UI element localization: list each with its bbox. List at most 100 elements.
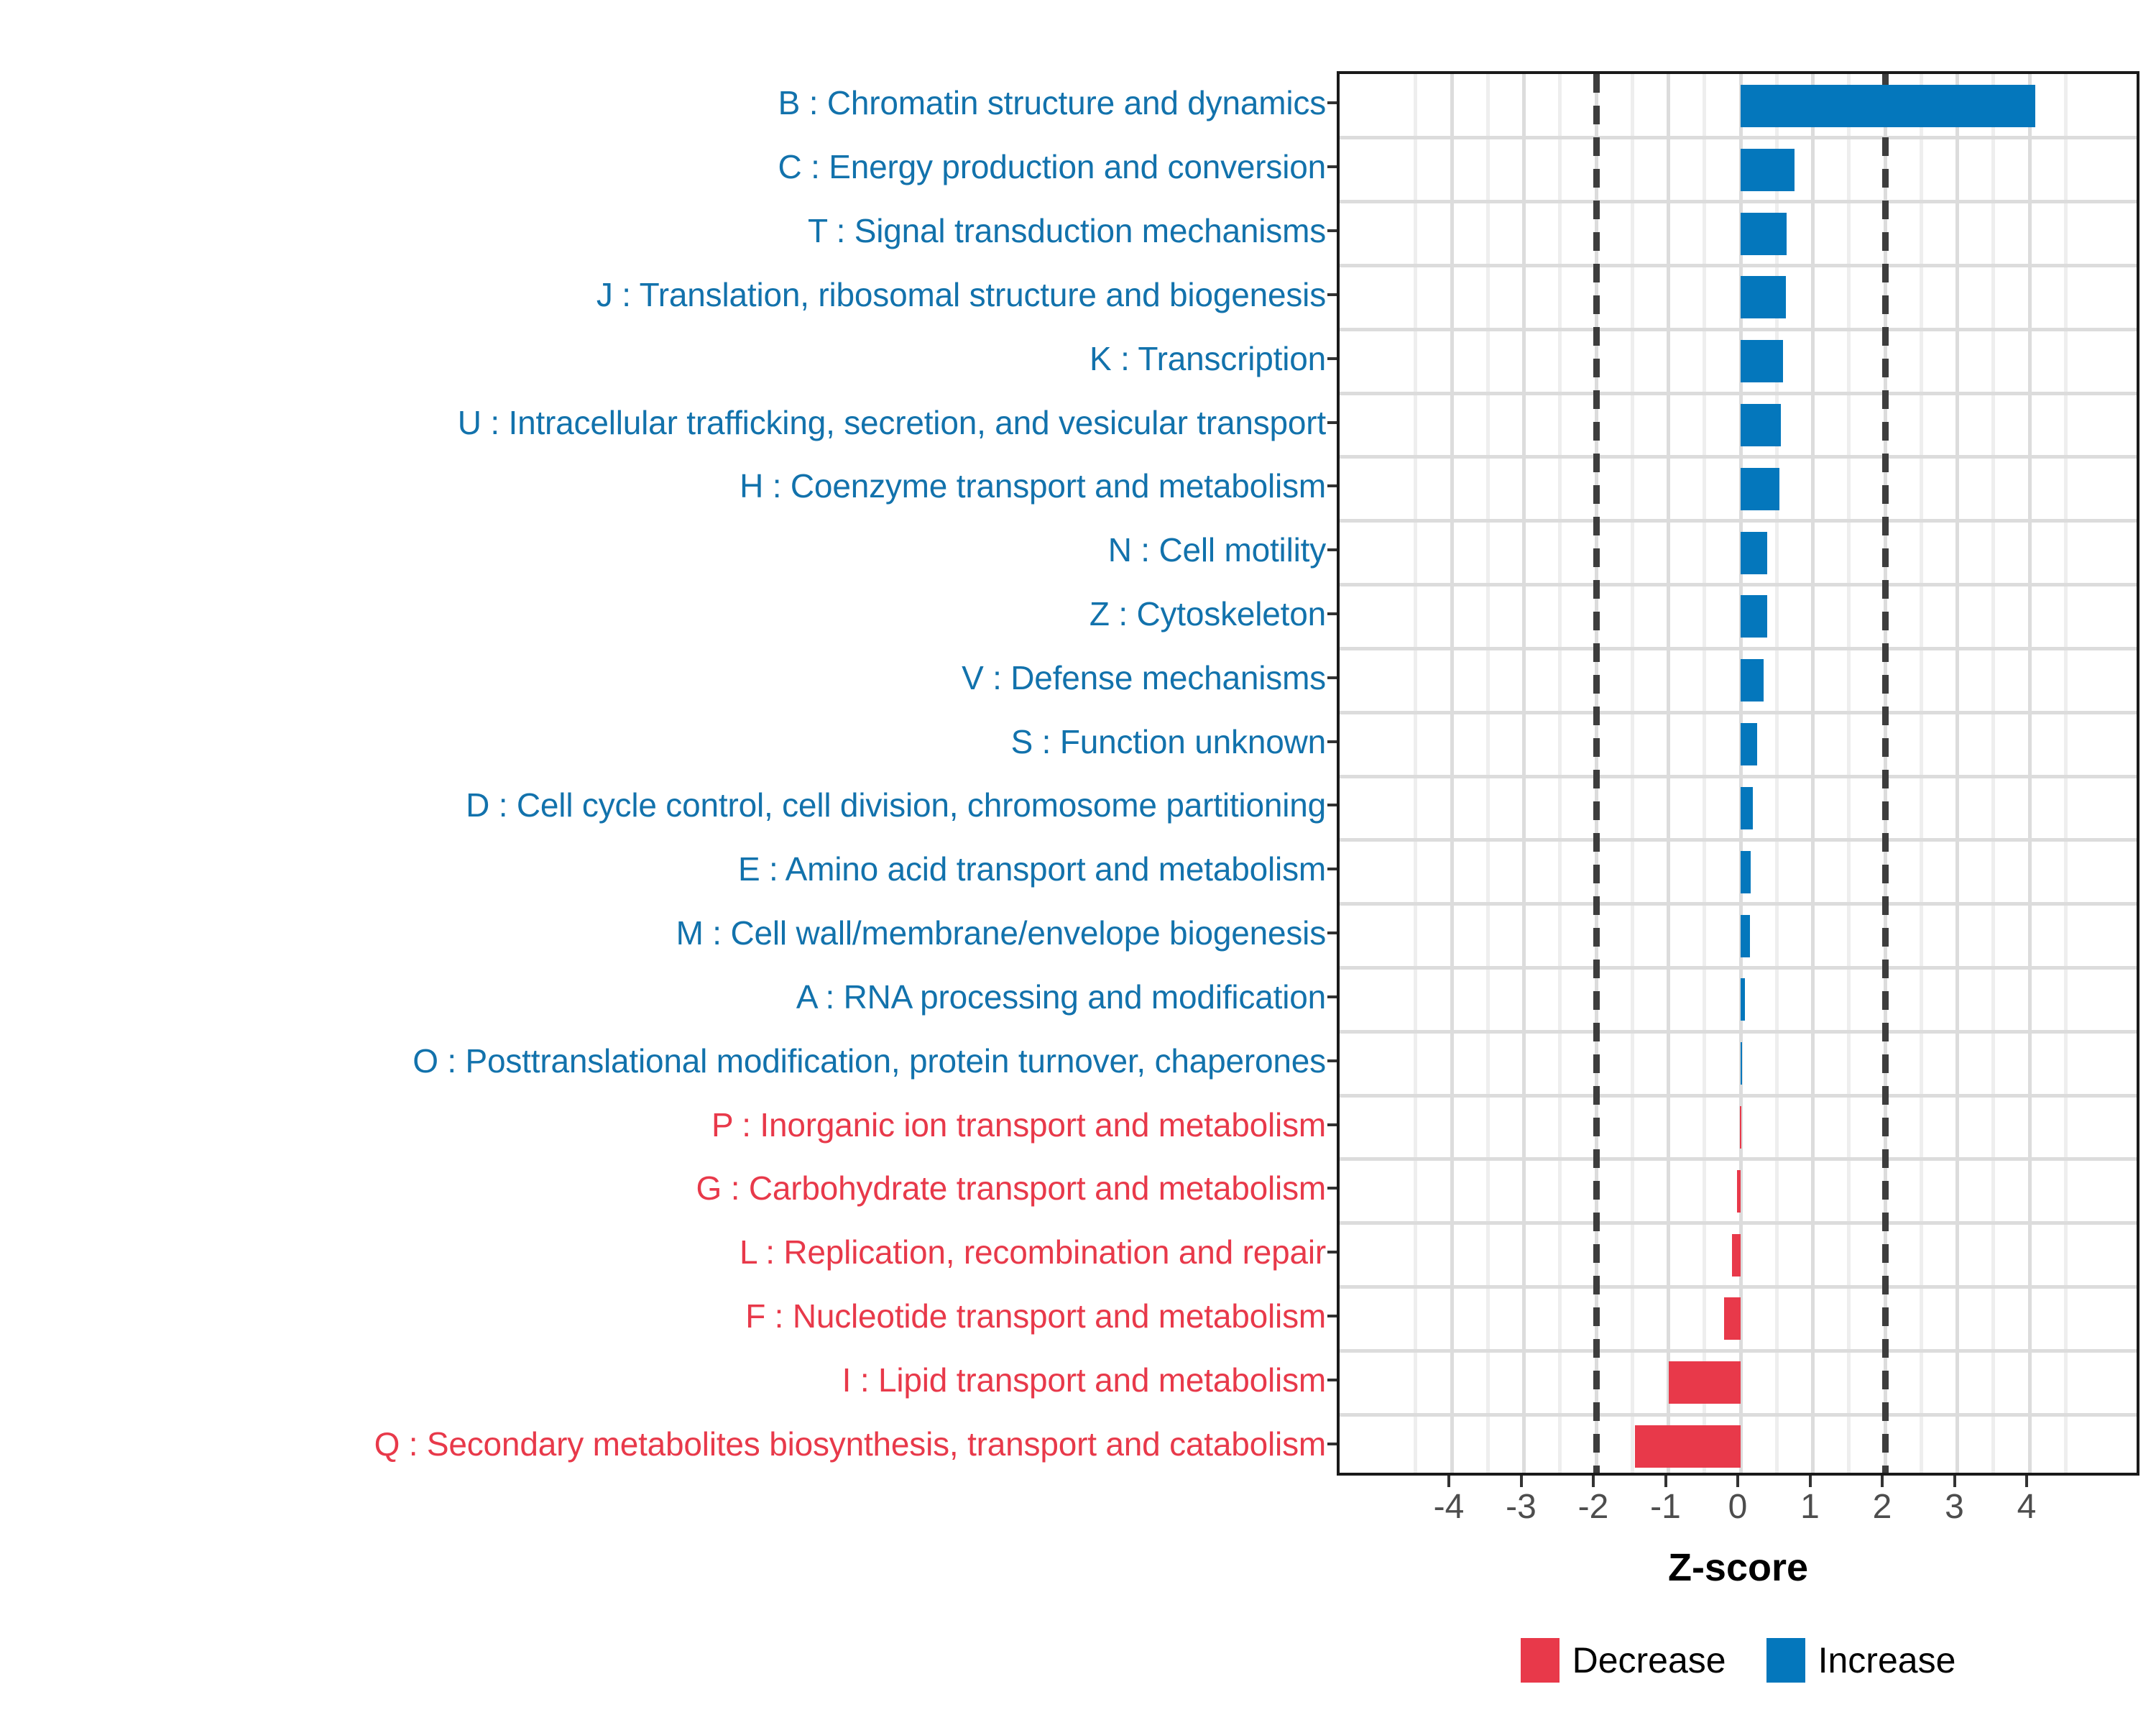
bar [1741, 723, 1758, 766]
gridline-horizontal [1340, 1412, 2137, 1417]
y-axis-label: D : Cell cycle control, cell division, c… [466, 786, 1326, 824]
gridline-horizontal [1340, 902, 2137, 906]
gridline-vertical-minor [1774, 74, 1779, 1473]
bar [1741, 404, 1782, 446]
x-axis-tick-label: -3 [1506, 1488, 1537, 1526]
y-axis-tick [1327, 1378, 1337, 1381]
y-axis-tick [1327, 1442, 1337, 1445]
x-axis-tick-label: -1 [1650, 1488, 1681, 1526]
y-axis-label: S : Function unknown [1010, 722, 1327, 760]
y-axis-tick [1327, 165, 1337, 169]
y-axis-tick [1327, 740, 1337, 743]
gridline-horizontal [1340, 391, 2137, 395]
x-axis-tick [1519, 1476, 1523, 1487]
bar [1741, 340, 1784, 383]
y-axis-tick [1327, 484, 1337, 488]
y-axis-tick [1327, 612, 1337, 615]
y-axis-tick [1327, 356, 1337, 360]
gridline-vertical-minor [1703, 74, 1707, 1473]
gridline-vertical [1738, 74, 1743, 1473]
gridline-vertical-minor [1847, 74, 1851, 1473]
gridline-vertical [1811, 74, 1815, 1473]
gridline-vertical [1450, 74, 1454, 1473]
y-axis-tick [1327, 293, 1337, 296]
y-axis-label: U : Intracellular trafficking, secretion… [457, 403, 1326, 441]
y-axis-label: C : Energy production and conversion [778, 148, 1327, 186]
y-axis-tick [1327, 420, 1337, 424]
gridline-vertical-minor [1919, 74, 1923, 1473]
y-axis-label: Q : Secondary metabolites biosynthesis, … [374, 1425, 1327, 1463]
bar [1741, 659, 1764, 702]
bar [1741, 531, 1768, 574]
y-axis-label: I : Lipid transport and metabolism [842, 1361, 1327, 1399]
y-axis-label: K : Transcription [1089, 339, 1326, 377]
x-axis-tick [1881, 1476, 1884, 1487]
y-axis-tick [1327, 995, 1337, 998]
chart-legend: Decrease Increase [1337, 1632, 2139, 1689]
threshold-line [1593, 74, 1600, 1473]
y-axis-tick [1327, 1059, 1337, 1062]
y-axis-label: V : Defense mechanisms [962, 658, 1326, 696]
bar [1635, 1425, 1741, 1468]
x-axis-tick [1447, 1476, 1450, 1487]
y-axis-label: T : Signal transduction mechanisms [807, 212, 1326, 250]
y-axis-tick [1327, 932, 1337, 935]
legend-item[interactable]: Decrease [1520, 1638, 1726, 1683]
legend-item[interactable]: Increase [1766, 1638, 1955, 1683]
gridline-vertical [1955, 74, 1959, 1473]
y-axis-tick [1327, 676, 1337, 679]
y-axis-label: G : Carbohydrate transport and metabolis… [696, 1169, 1327, 1208]
gridline-horizontal [1340, 1221, 2137, 1225]
gridline-vertical [2027, 74, 2032, 1473]
bar [1668, 1361, 1741, 1404]
gridline-vertical [1667, 74, 1670, 1473]
x-axis-tick-label: 1 [1800, 1488, 1820, 1526]
y-axis-label: O : Posttranslational modification, prot… [413, 1041, 1326, 1080]
y-axis-label: N : Cell motility [1107, 531, 1327, 569]
bar [1741, 978, 1746, 1021]
y-axis-label: L : Replication, recombination and repai… [739, 1233, 1326, 1271]
x-axis-tick-label: -4 [1433, 1488, 1465, 1526]
bar [1741, 212, 1787, 255]
bar [1741, 276, 1787, 319]
gridline-vertical-minor [1414, 74, 1418, 1473]
y-axis-label: P : Inorganic ion transport and metaboli… [711, 1105, 1326, 1144]
gridline-horizontal [1340, 965, 2137, 970]
y-axis-tick [1327, 868, 1337, 871]
legend-swatch-increase [1766, 1638, 1805, 1683]
x-axis-tick [1592, 1476, 1595, 1487]
gridline-vertical [1522, 74, 1526, 1473]
y-axis-label: E : Amino acid transport and metabolism [737, 850, 1326, 888]
x-axis-tick-label: 0 [1728, 1488, 1748, 1526]
x-axis-tick [1736, 1476, 1739, 1487]
gridline-horizontal [1340, 136, 2137, 140]
gridline-horizontal [1340, 1285, 2137, 1289]
y-axis-tick [1327, 1123, 1337, 1126]
gridline-horizontal [1340, 646, 2137, 650]
gridline-horizontal [1340, 200, 2137, 204]
y-axis-tick [1327, 101, 1337, 105]
bar [1741, 914, 1751, 957]
y-axis-tick [1327, 1187, 1337, 1190]
gridline-vertical-minor [1558, 74, 1562, 1473]
bar [1741, 1042, 1742, 1085]
gridline-horizontal [1340, 327, 2137, 331]
y-axis-label: M : Cell wall/membrane/envelope biogenes… [676, 914, 1327, 952]
bar [1741, 467, 1780, 510]
bar [1741, 84, 2036, 127]
bar [1741, 595, 1768, 638]
gridline-vertical-minor [1485, 74, 1490, 1473]
x-axis-tick [1664, 1476, 1667, 1487]
y-axis-tick [1327, 804, 1337, 807]
legend-swatch-decrease [1520, 1638, 1560, 1683]
x-axis-tick-label: 4 [2017, 1488, 2037, 1526]
y-axis-tick [1327, 229, 1337, 233]
gridline-vertical-minor [1991, 74, 1996, 1473]
y-axis-label: H : Coenzyme transport and metabolism [740, 467, 1326, 505]
plot-panel [1337, 71, 2139, 1476]
gridline-horizontal [1340, 1348, 2137, 1353]
x-axis-tick [2025, 1476, 2028, 1487]
bar [1723, 1297, 1741, 1340]
